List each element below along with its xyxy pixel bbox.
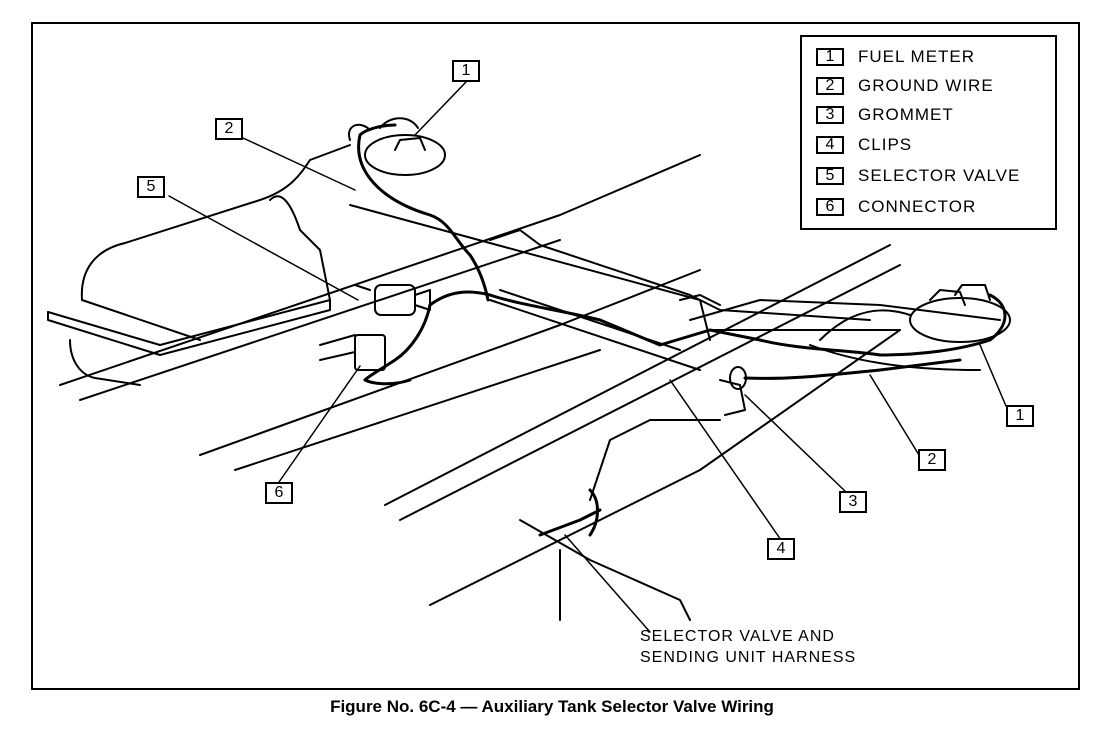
legend-number: 4 [816, 136, 844, 154]
legend-label: GROMMET [858, 105, 954, 124]
legend-label: GROUND WIRE [858, 76, 994, 95]
callout-fuel-meter-right: 1 [1006, 405, 1034, 427]
callout-ground-wire-left: 2 [215, 118, 243, 140]
legend-number: 1 [816, 48, 844, 66]
callout-ground-wire-right: 2 [918, 449, 946, 471]
legend-item-grommet: 3 GROMMET [816, 103, 954, 127]
legend-number: 2 [816, 77, 844, 95]
legend-item-connector: 6 CONNECTOR [816, 195, 976, 219]
callout-selector-valve: 5 [137, 176, 165, 198]
grommet [719, 366, 747, 416]
legend-number: 5 [816, 167, 844, 185]
legend-item-ground-wire: 2 GROUND WIRE [816, 74, 994, 98]
connector [319, 334, 386, 371]
leader-lines [168, 81, 1007, 633]
legend-number: 3 [816, 106, 844, 124]
right-fuel-meter [909, 284, 1011, 343]
legend-item-selector-valve: 5 SELECTOR VALVE [816, 164, 1020, 188]
harness-label: SELECTOR VALVE AND SENDING UNIT HARNESS [640, 626, 856, 668]
figure-caption: Figure No. 6C-4 — Auxiliary Tank Selecto… [330, 697, 774, 716]
wiring-harness [357, 123, 1007, 537]
legend-label: SELECTOR VALVE [858, 166, 1021, 185]
legend-label: CLIPS [858, 135, 913, 154]
frame-rails [59, 154, 911, 621]
legend-label: CONNECTOR [858, 197, 977, 216]
parts-legend: 1 FUEL METER 2 GROUND WIRE 3 GROMMET 4 C… [800, 35, 1057, 230]
legend-number: 6 [816, 198, 844, 216]
legend-item-fuel-meter: 1 FUEL METER [816, 45, 975, 69]
callout-grommet: 3 [839, 491, 867, 513]
callout-connector: 6 [265, 482, 293, 504]
legend-item-clips: 4 CLIPS [816, 133, 912, 157]
selector-valve [354, 284, 431, 316]
harness-label-line1: SELECTOR VALVE AND [640, 628, 835, 645]
callout-clips: 4 [767, 538, 795, 560]
harness-label-line2: SENDING UNIT HARNESS [640, 649, 857, 666]
auxiliary-tank [47, 144, 351, 386]
legend-label: FUEL METER [858, 47, 976, 66]
callout-fuel-meter-left: 1 [452, 60, 480, 82]
